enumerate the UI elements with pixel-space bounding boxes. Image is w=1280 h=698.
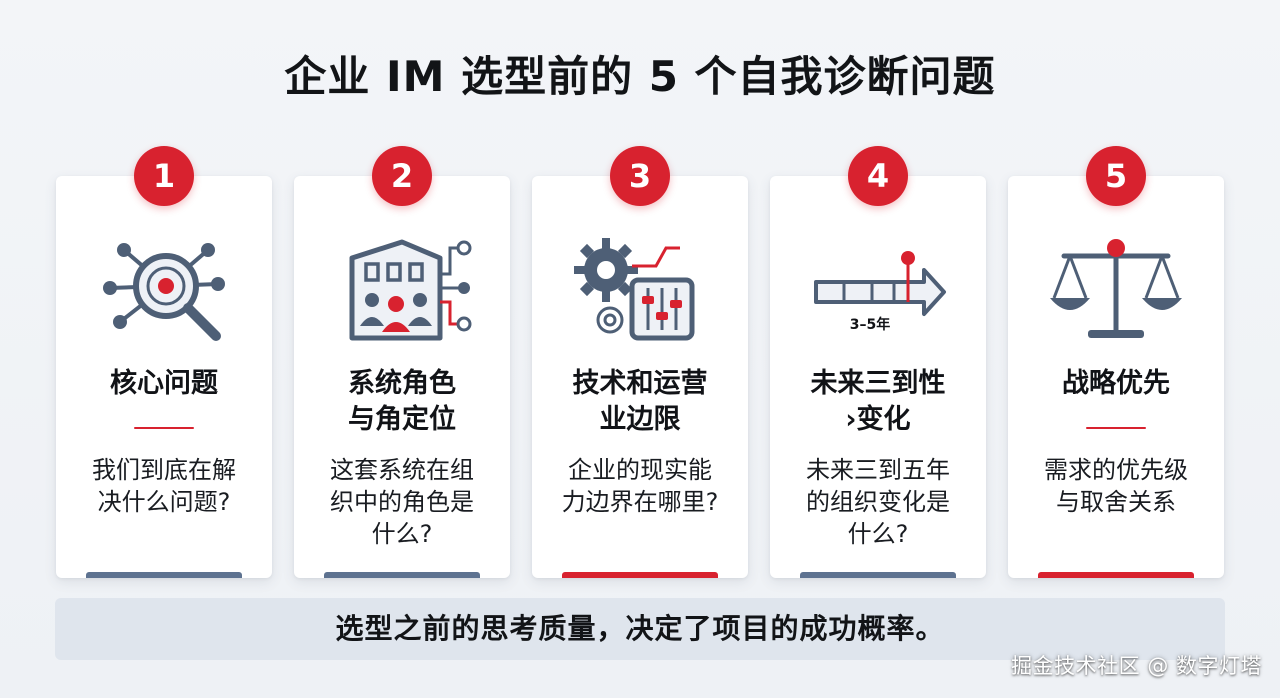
card-heading: 核心问题 [66,366,262,402]
red-divider [134,427,194,429]
diagnostic-card-core-problem: 核心问题 我们到底在解 决什么问题? [56,176,272,578]
card-heading-line: 核心问题 [110,368,218,399]
step-number-badge: 5 [1086,146,1146,206]
card-footer-accent [324,572,480,578]
red-divider [1086,427,1146,429]
step-number-badge: 1 [134,146,194,206]
card-question-line: 织中的角色是 [330,488,474,516]
card-question-line: 决什么问题? [97,488,231,516]
card-question: 未来三到五年 的组织变化是 什么? [784,454,972,550]
card-heading-line: 业边限 [599,404,681,435]
building-people-icon [332,228,472,344]
card-heading: 系统角色 与角定位 [304,366,500,438]
card-question-line: 需求的优先级 [1044,456,1188,484]
page-title: 企业 IM 选型前的 5 个自我诊断问题 [284,52,996,101]
card-question: 需求的优先级 与取舍关系 [1022,454,1210,518]
card-question-line: 的组织变化是 [806,488,950,516]
card-heading-line: 技术和运营 [572,368,708,399]
card-footer-accent [86,572,242,578]
step-number-badge: 2 [372,146,432,206]
diagnostic-card-strategic-priority: 战略优先 需求的优先级 与取舍关系 [1008,176,1224,578]
card-question-line: 未来三到五年 [806,456,950,484]
step-number-badge: 3 [610,146,670,206]
card-heading: 技术和运营 业边限 [542,366,738,438]
card-question-line: 我们到底在解 [92,456,236,484]
gears-sliders-icon [570,228,710,344]
magnifier-target-icon [94,228,234,344]
card-question-line: 什么? [847,520,909,548]
card-heading-line: ›变化 [845,404,911,435]
diagnostic-card-tech-ops: 技术和运营 业边限 企业的现实能 力边界在哪里? [532,176,748,578]
card-question-line: 这套系统在组 [330,456,474,484]
timeline-caption: 3–5年 [850,316,890,333]
card-heading: 未来三到性 ›变化 [780,366,976,438]
card-question-line: 什么? [371,520,433,548]
card-footer-accent [800,572,956,578]
diagnostic-card-system-role: 系统角色 与角定位 这套系统在组 织中的角色是 什么? [294,176,510,578]
card-question: 我们到底在解 决什么问题? [70,454,258,518]
step-number-badge: 4 [848,146,908,206]
card-heading: 战略优先 [1018,366,1214,402]
card-question-line: 力边界在哪里? [561,488,719,516]
card-heading-line: 战略优先 [1062,368,1170,399]
card-heading-line: 未来三到性 [810,368,946,399]
timeline-arrow-icon: 3–5年 [808,228,948,344]
card-question: 企业的现实能 力边界在哪里? [546,454,734,518]
diagnostic-card-future-change: 3–5年 未来三到性 ›变化 未来三到五年 的组织变化是 什么? [770,176,986,578]
card-footer-accent [1038,572,1194,578]
card-heading-line: 与角定位 [348,404,456,435]
balance-scale-icon [1046,228,1186,344]
source-watermark: 掘金技术社区 @ 数字灯塔 [1011,654,1262,678]
summary-banner: 选型之前的思考质量，决定了项目的成功概率。 [55,598,1225,660]
card-question-line: 企业的现实能 [568,456,712,484]
card-heading-line: 系统角色 [348,368,456,399]
card-footer-accent [562,572,718,578]
card-question: 这套系统在组 织中的角色是 什么? [308,454,496,550]
card-question-line: 与取舍关系 [1056,488,1176,516]
